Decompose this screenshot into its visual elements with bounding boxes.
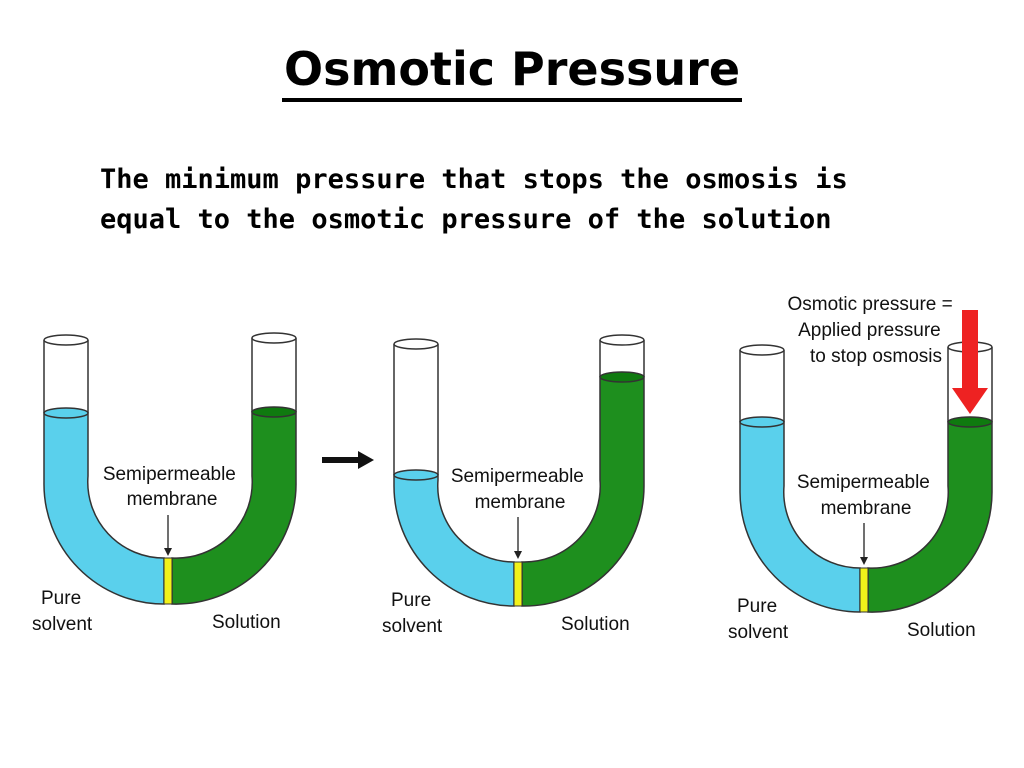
panel-1-solvent-surface — [43, 407, 89, 419]
panel-2-membrane-label-line-2: membrane — [475, 492, 566, 513]
panel-2-membrane-label-line-1: Semipermeable — [451, 466, 584, 487]
panel-2-solvent-surface — [393, 469, 439, 481]
panel-3-membrane-pointer-head — [860, 557, 868, 565]
page-title-text: Osmotic Pressure — [281, 40, 743, 102]
panel-3-left-tube-rim — [739, 344, 785, 356]
panel-1-solvent-label-line-1: Pure — [41, 588, 81, 609]
subtitle-line-1: The minimum pressure that stops the osmo… — [100, 164, 848, 195]
panel-2-membrane-label: Semipermeable membrane — [451, 466, 589, 513]
panel-1-solution-surface — [251, 406, 297, 418]
panel-1-left-tube-rim — [43, 334, 89, 346]
panel-2-solvent-label: Pure solvent — [382, 590, 443, 637]
subtitle-line-2: equal to the osmotic pressure of the sol… — [100, 204, 832, 235]
panel-1-solution-label: Solution — [212, 612, 281, 633]
panel-1-solution-fill — [171, 411, 297, 605]
pressure-arrow-icon — [952, 310, 988, 414]
panel-3-membrane-label-line-1: Semipermeable — [797, 472, 930, 493]
panel-1-left-tube-outline — [43, 340, 89, 413]
pressure-label-line-1: Osmotic pressure = — [787, 294, 952, 315]
panel-3-solution-fill — [867, 421, 993, 613]
panel-2-solution-fill — [521, 376, 645, 607]
pressure-label: Osmotic pressure = Applied pressure to s… — [787, 294, 958, 367]
panel-1-right-tube-outline — [251, 338, 297, 412]
subtitle: The minimum pressure that stops the osmo… — [100, 160, 960, 240]
panel-1-membrane — [163, 557, 173, 605]
panel-3-solvent-label-line-2: solvent — [728, 622, 789, 643]
panel-1-right-tube-rim — [251, 332, 297, 344]
panel-2-right-tube-rim — [599, 334, 645, 346]
panel-2-solution-surface — [599, 371, 645, 383]
panel-1-solvent-label: Pure solvent — [32, 588, 93, 635]
panel-3-solution-label: Solution — [907, 620, 976, 641]
panel-2-solvent-label-line-2: solvent — [382, 616, 443, 637]
panel-applied-pressure: Semipermeable membrane Pure solvent Solu… — [728, 294, 993, 643]
panel-2-right-tube-outline — [599, 340, 645, 377]
panel-2-left-tube-outline — [393, 344, 439, 475]
panel-2-left-tube-rim — [393, 338, 439, 350]
panel-3-membrane-label-line-2: membrane — [821, 498, 912, 519]
panel-3-membrane — [859, 567, 869, 613]
panel-1-solvent-label-line-2: solvent — [32, 614, 93, 635]
panel-3-solution-surface — [947, 416, 993, 428]
panel-1-membrane-label: Semipermeable membrane — [103, 464, 241, 510]
panel-1-membrane-label-line-1: Semipermeable — [103, 464, 236, 485]
panel-3-solvent-label-line-1: Pure — [737, 596, 777, 617]
pressure-label-line-2: Applied pressure — [798, 320, 941, 341]
panel-3-solvent-surface — [739, 416, 785, 428]
transition-arrow-icon — [322, 451, 374, 469]
panel-3-solvent-label: Pure solvent — [728, 596, 789, 643]
panel-3-left-tube-outline — [739, 350, 785, 422]
panel-1-membrane-label-line-2: membrane — [127, 489, 218, 510]
panel-2-membrane — [513, 561, 523, 607]
panel-2-solvent-label-line-1: Pure — [391, 590, 431, 611]
panel-2-membrane-pointer-head — [514, 551, 522, 559]
page-title: Osmotic Pressure — [0, 40, 1024, 102]
panel-3-right-tube-outline — [947, 347, 993, 422]
panel-after-osmosis: Semipermeable membrane Pure solvent Solu… — [382, 334, 645, 637]
panel-3-membrane-label: Semipermeable membrane — [797, 472, 935, 519]
panel-2-solution-label: Solution — [561, 614, 630, 635]
panel-1-membrane-pointer-head — [164, 548, 172, 556]
pressure-label-line-3: to stop osmosis — [810, 346, 942, 367]
panel-initial: Semipermeable membrane Pure solvent Solu… — [32, 332, 297, 635]
